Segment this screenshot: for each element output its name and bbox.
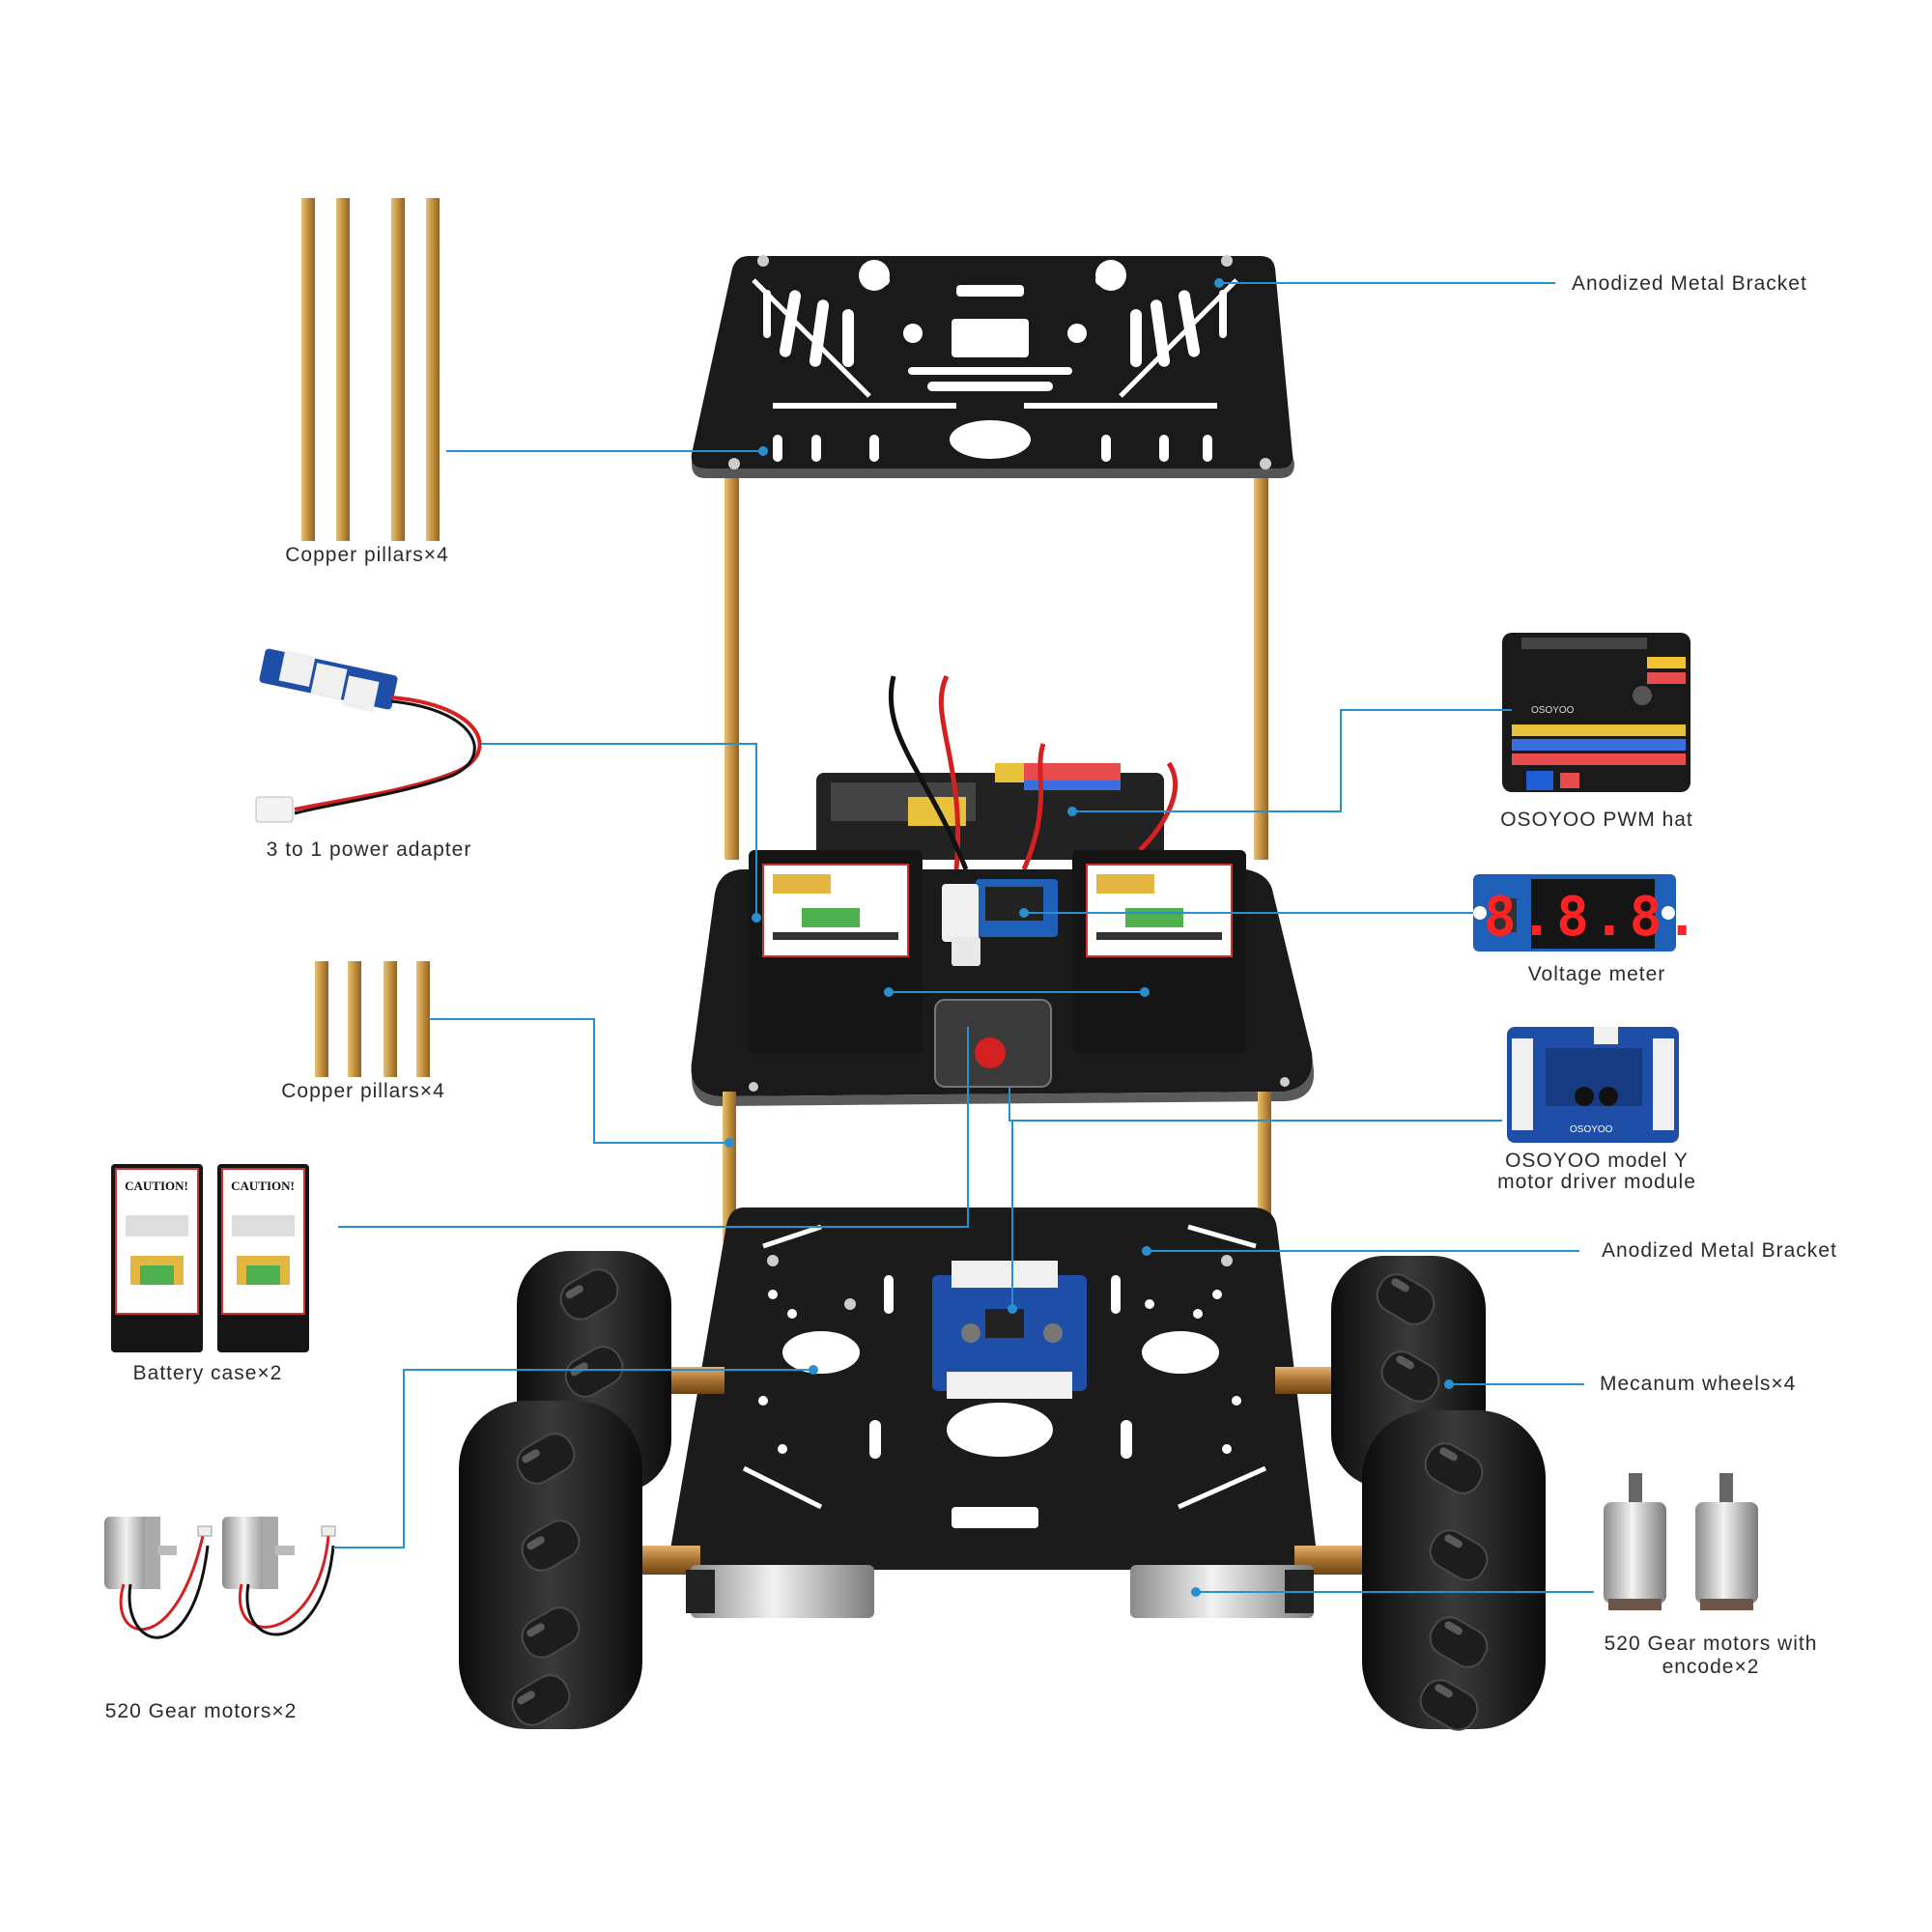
leader-driver-module <box>1009 1087 1502 1122</box>
label-gear-motors: 520 Gear motors×2 <box>104 1700 298 1722</box>
pillar <box>1254 444 1268 860</box>
leader-gear-motors <box>333 1369 813 1548</box>
label-driver-module-line1: OSOYOO model Y <box>1505 1150 1689 1172</box>
driver-module-brand: OSOYOO <box>1570 1124 1613 1135</box>
pillar <box>391 198 405 541</box>
leader-dots <box>724 278 1454 1597</box>
pillar <box>1258 1092 1271 1241</box>
pwm-hat-part: OSOYOO <box>1502 633 1690 792</box>
voltage-meter-part: 8.8.8. <box>1473 874 1702 952</box>
assembled-voltmeter <box>942 879 1058 966</box>
pillar <box>723 1092 736 1241</box>
pillar <box>301 198 315 541</box>
label-pwm-hat: OSOYOO PWM hat <box>1500 809 1693 831</box>
label-driver-module-line2: motor driver module <box>1497 1171 1696 1193</box>
label-battery-case: Battery case×2 <box>132 1362 283 1384</box>
pillar <box>384 961 397 1077</box>
header-pins-colored <box>995 763 1121 790</box>
plate-slots <box>752 260 1238 462</box>
label-top-bracket: Anodized Metal Bracket <box>1572 272 1807 295</box>
leader-power-adapter <box>481 743 757 918</box>
leader-lines <box>333 282 1594 1593</box>
battery-case-part: CAUTION! CAUTION! <box>111 1164 309 1352</box>
pillar <box>426 198 440 541</box>
wheel-front-right <box>1362 1410 1546 1738</box>
battery-caution-text: CAUTION! <box>125 1179 188 1193</box>
label-bottom-bracket: Anodized Metal Bracket <box>1602 1239 1837 1262</box>
plate-holes <box>742 1224 1267 1528</box>
copper-pillars-short-part <box>315 961 430 1077</box>
pwm-hat-brand: OSOYOO <box>1531 705 1575 716</box>
long-pillar-group <box>724 444 1268 860</box>
battery-box-right <box>1072 850 1246 1053</box>
gear-motors-part <box>104 1517 336 1639</box>
label-copper-pillars-short: Copper pillars×4 <box>281 1080 445 1102</box>
encoder-motors-part <box>1604 1473 1758 1610</box>
pillar <box>348 961 361 1077</box>
pillar <box>416 961 430 1077</box>
label-voltage-meter: Voltage meter <box>1527 963 1666 985</box>
assembled-driver-module <box>932 1261 1087 1399</box>
voltmeter-digits: 8.8.8. <box>1484 886 1702 949</box>
driver-module-part: OSOYOO <box>1507 1027 1679 1143</box>
power-adapter-part <box>255 648 482 823</box>
pillar <box>336 198 350 541</box>
pillar <box>724 444 739 860</box>
battery-box-left <box>749 850 923 1053</box>
pillar <box>315 961 328 1077</box>
leader-battery-case <box>338 1027 969 1228</box>
label-encoder-motors-line1: 520 Gear motors with <box>1604 1633 1818 1655</box>
label-copper-pillars-long: Copper pillars×4 <box>285 544 449 566</box>
top-plate <box>691 255 1294 478</box>
leader-short-pillars <box>428 1018 729 1144</box>
label-mecanum-wheels: Mecanum wheels×4 <box>1600 1373 1797 1395</box>
short-pillar-group <box>723 1092 1271 1241</box>
battery-caution-text: CAUTION! <box>231 1179 295 1193</box>
label-encoder-motors-line2: encode×2 <box>1662 1656 1760 1678</box>
wheel-front-left <box>459 1401 642 1733</box>
label-power-adapter: 3 to 1 power adapter <box>266 838 472 861</box>
leader-pwm-hat <box>1072 709 1512 812</box>
copper-pillars-long-part <box>301 198 440 541</box>
pwm-hat-assembled <box>816 674 1178 870</box>
